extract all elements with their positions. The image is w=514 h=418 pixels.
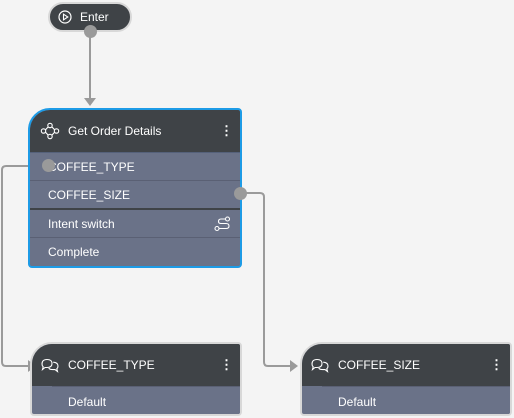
row-label: COFFEE_SIZE bbox=[48, 187, 131, 202]
row-label: COFFEE_TYPE bbox=[48, 159, 135, 174]
get-order-details-node[interactable]: Get Order Details ⋮ COFFEE_TYPE COFFEE_S… bbox=[28, 108, 242, 268]
connector-coffee-size bbox=[240, 192, 292, 367]
row-label: Default bbox=[338, 394, 377, 409]
node-header[interactable]: COFFEE_TYPE ⋮ bbox=[32, 344, 240, 386]
enter-output-port[interactable] bbox=[84, 25, 97, 38]
coffee-size-output-port[interactable] bbox=[234, 187, 247, 200]
node-header[interactable]: COFFEE_SIZE ⋮ bbox=[302, 344, 510, 386]
enter-label: Enter bbox=[80, 10, 109, 24]
node-title: Get Order Details bbox=[68, 124, 162, 138]
row-label: Complete bbox=[48, 245, 100, 259]
node-title: COFFEE_SIZE bbox=[338, 358, 421, 372]
row-default[interactable]: Default bbox=[322, 386, 510, 414]
more-vertical-icon[interactable]: ⋮ bbox=[220, 123, 233, 138]
row-coffee-size[interactable]: COFFEE_SIZE bbox=[30, 180, 240, 208]
node-title: COFFEE_TYPE bbox=[68, 358, 155, 372]
row-complete[interactable]: Complete bbox=[30, 237, 240, 266]
chat-bubbles-icon bbox=[40, 357, 60, 373]
chat-bubbles-icon bbox=[310, 357, 330, 373]
row-default[interactable]: Default bbox=[52, 386, 240, 414]
coffee-size-node[interactable]: COFFEE_SIZE ⋮ Default bbox=[300, 342, 512, 416]
row-label: Default bbox=[68, 394, 107, 409]
row-intent-switch[interactable]: Intent switch bbox=[30, 208, 240, 237]
coffee-type-node[interactable]: COFFEE_TYPE ⋮ Default bbox=[30, 342, 242, 416]
more-vertical-icon[interactable]: ⋮ bbox=[490, 357, 503, 372]
arrowhead-coffee-size bbox=[290, 360, 298, 372]
node-header[interactable]: Get Order Details ⋮ bbox=[30, 110, 240, 152]
share-nodes-icon bbox=[40, 122, 60, 140]
coffee-type-output-port[interactable] bbox=[42, 159, 55, 172]
route-icon[interactable] bbox=[214, 216, 232, 232]
arrowhead-main bbox=[84, 98, 96, 106]
row-label: Intent switch bbox=[48, 216, 115, 231]
more-vertical-icon[interactable]: ⋮ bbox=[220, 357, 233, 372]
row-coffee-type[interactable]: COFFEE_TYPE bbox=[30, 152, 240, 180]
connector-coffee-type bbox=[1, 165, 48, 367]
play-circle-icon bbox=[58, 10, 72, 24]
